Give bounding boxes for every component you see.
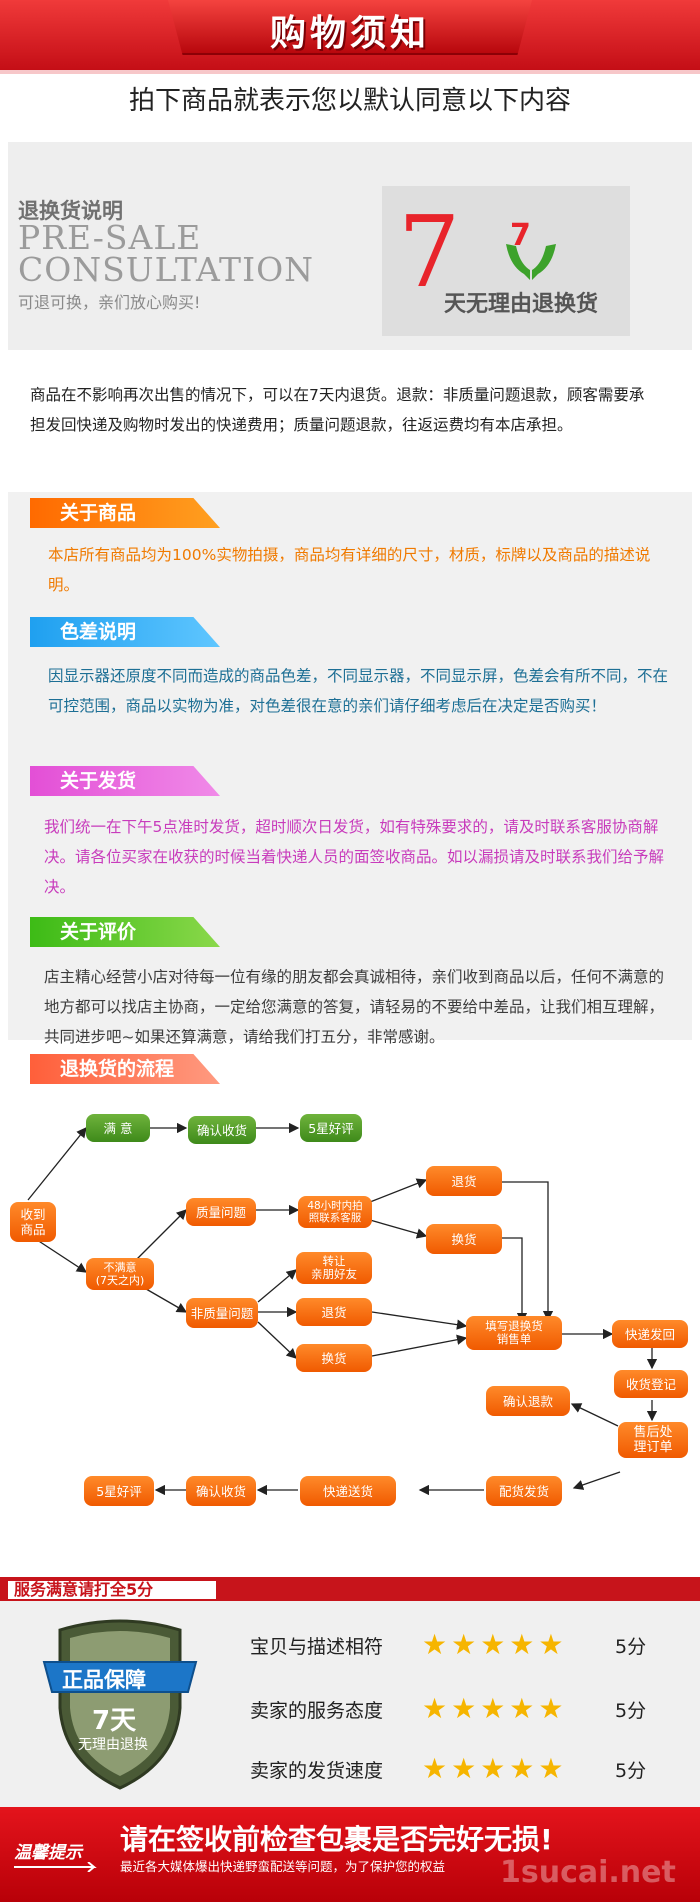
flow-node-express-back: 快递发回 bbox=[612, 1320, 688, 1348]
seven-logo-number: 7 bbox=[510, 218, 531, 253]
shield-days-text: 7天 bbox=[92, 1706, 137, 1736]
section-text-product: 本店所有商品均为100%实物拍摄，商品均有详细的尺寸，材质，标牌以及商品的描述说… bbox=[48, 546, 651, 594]
flow-node-exchange2: 换货 bbox=[296, 1344, 372, 1372]
section-text-color: 因显示器还原度不同而造成的商品色差，不同显示器，不同显示屏，色差会有所不同，不在… bbox=[48, 667, 669, 715]
flow-node-exchange1: 换货 bbox=[426, 1224, 502, 1254]
section-tag-review: 关于评价 bbox=[30, 917, 220, 947]
guarantee-shield-icon bbox=[42, 1619, 198, 1790]
shield-top-text: 正品保障 bbox=[62, 1668, 146, 1692]
flow-node-express-send: 快递送货 bbox=[300, 1476, 396, 1506]
star-rating-icons: ★★★★★ bbox=[422, 1752, 568, 1785]
banner-tagline: 可退可换，亲们放心购买! bbox=[18, 293, 201, 312]
flow-node-dispatch: 配货发货 bbox=[486, 1476, 562, 1506]
section-text-shipping: 我们统一在下午5点准时发货，超时顺次日发货，如有特殊要求的，请及时联系客服协商解… bbox=[44, 818, 665, 896]
rating-row: 卖家的发货速度 ★★★★★ 5分 bbox=[250, 1752, 670, 1788]
flow-node-receipt-reg: 收货登记 bbox=[614, 1370, 688, 1398]
flow-node-quality: 质量问题 bbox=[186, 1198, 256, 1226]
header-tab bbox=[168, 0, 532, 55]
flow-node-receive: 收到商品 bbox=[10, 1202, 56, 1242]
seven-day-box bbox=[382, 186, 630, 336]
return-policy-text: 商品在不影响再次出售的情况下，可以在7天内退货。退款：非质量问题退款，顾客需要承… bbox=[30, 386, 645, 434]
flow-node-unsatisfied: 不满意(7天之内) bbox=[86, 1258, 154, 1290]
return-flow-chart: 收到商品 满 意 确认收货 5星好评 质量问题 48小时内拍照联系客服 退货 换… bbox=[0, 1090, 700, 1550]
arrow-right-icon bbox=[14, 1862, 97, 1872]
seven-big-number: 7 bbox=[398, 196, 461, 310]
hands-icon bbox=[506, 244, 556, 280]
flow-node-return2: 退货 bbox=[296, 1298, 372, 1326]
rating-row-score: 5分 bbox=[615, 1636, 647, 1658]
banner-title: 退换货说明 bbox=[18, 199, 123, 223]
flow-node-satisfied: 满 意 bbox=[86, 1114, 150, 1142]
flow-node-contact: 48小时内拍照联系客服 bbox=[298, 1196, 372, 1228]
rating-row-label: 卖家的服务态度 bbox=[250, 1700, 384, 1722]
flow-node-five-star2: 5星好评 bbox=[84, 1476, 154, 1506]
rating-row: 卖家的服务态度 ★★★★★ 5分 bbox=[250, 1692, 670, 1728]
warning-tip-label: 温馨提示 bbox=[14, 1843, 82, 1863]
rating-row-score: 5分 bbox=[615, 1700, 647, 1722]
banner-en-line2: CONSULTATION bbox=[18, 250, 315, 289]
warning-banner bbox=[0, 1807, 700, 1902]
banner-en-line1: PRE-SALE bbox=[18, 218, 202, 257]
rating-row: 宝贝与描述相符 ★★★★★ 5分 bbox=[250, 1628, 670, 1664]
section-tag-product: 关于商品 bbox=[30, 498, 220, 528]
rating-row-label: 宝贝与描述相符 bbox=[250, 1636, 384, 1658]
flow-node-after-sale: 售后处理订单 bbox=[618, 1422, 688, 1458]
flow-node-non-quality: 非质量问题 bbox=[186, 1298, 258, 1328]
flow-node-return1: 退货 bbox=[426, 1166, 502, 1196]
flow-node-confirm-refund: 确认退款 bbox=[486, 1386, 570, 1416]
flow-node-confirm1: 确认收货 bbox=[188, 1116, 256, 1144]
warning-sub-text: 最近各大媒体爆出快递野蛮配送等问题，为了保护您的权益 bbox=[120, 1859, 446, 1874]
flow-node-five-star1: 5星好评 bbox=[300, 1114, 362, 1142]
flow-node-fill-form: 填写退换货销售单 bbox=[466, 1316, 562, 1350]
page-subtitle: 拍下商品就表示您以默认同意以下内容 bbox=[128, 86, 571, 116]
star-rating-icons: ★★★★★ bbox=[422, 1692, 568, 1725]
rating-header-label: 服务满意请打全5分 bbox=[6, 1579, 218, 1601]
page-title: 购物须知 bbox=[269, 13, 430, 54]
flow-node-confirm2: 确认收货 bbox=[186, 1476, 256, 1506]
section-text-review: 店主精心经营小店对待每一位有缘的朋友都会真诚相待，亲们收到商品以后，任何不满意的… bbox=[44, 968, 665, 1046]
section-tag-flow: 退换货的流程 bbox=[30, 1054, 220, 1084]
header-divider bbox=[0, 70, 700, 74]
rating-row-score: 5分 bbox=[615, 1760, 647, 1782]
rating-row-label: 卖家的发货速度 bbox=[250, 1760, 384, 1782]
warning-main-text: 请在签收前检查包裹是否完好无损! bbox=[120, 1823, 553, 1856]
star-rating-icons: ★★★★★ bbox=[422, 1628, 568, 1661]
seven-day-label: 天无理由退换货 bbox=[444, 292, 599, 317]
watermark: 1sucai.net bbox=[500, 1855, 676, 1890]
section-tag-shipping: 关于发货 bbox=[30, 766, 220, 796]
shield-bottom-text: 无理由退换 bbox=[78, 1737, 148, 1753]
flow-node-transfer: 转让亲朋好友 bbox=[296, 1252, 372, 1284]
section-tag-color: 色差说明 bbox=[30, 617, 220, 647]
